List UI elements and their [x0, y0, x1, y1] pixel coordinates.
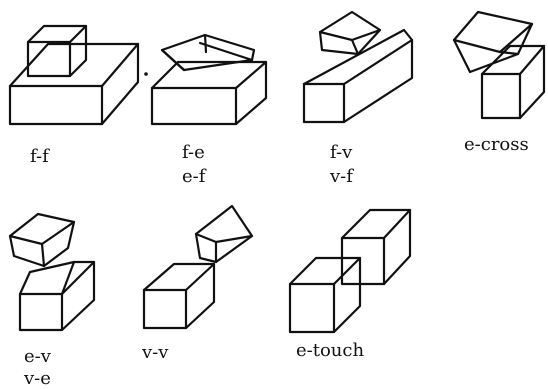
label-v-e: v-e [23, 368, 51, 389]
large-box [150, 60, 268, 126]
lower-box [142, 262, 216, 330]
upper-tilted-box [8, 212, 76, 268]
label-v-f: v-f [329, 166, 354, 187]
label-f-e: f-e [182, 142, 205, 163]
panel-f-f [8, 24, 140, 126]
tilted-box [160, 33, 256, 72]
upper-tilted-box [452, 10, 534, 74]
label-v-v: v-v [141, 342, 169, 363]
upper-tilted-box [194, 204, 254, 264]
lower-box [288, 256, 362, 334]
label-f-v: f-v [330, 142, 353, 163]
panel-e-cross [452, 10, 546, 120]
long-box [302, 28, 414, 124]
upper-box [340, 208, 412, 286]
panel-e-v [8, 212, 96, 332]
label-e-f: e-f [182, 166, 207, 187]
label-e-touch: e-touch [296, 340, 364, 361]
label-f-f: f-f [30, 146, 50, 167]
label-e-cross: e-cross [464, 134, 529, 155]
lower-box [480, 44, 546, 120]
panel-v-v [142, 204, 254, 330]
panel-f-e [144, 33, 268, 126]
dot-mark [144, 72, 148, 76]
label-e-v: e-v [24, 346, 52, 367]
panel-e-touch [288, 208, 412, 334]
small-box-on-top [26, 24, 88, 78]
lower-box [18, 260, 96, 332]
tilted-cube [318, 10, 382, 56]
large-box [8, 42, 140, 126]
panel-f-v [302, 10, 414, 124]
